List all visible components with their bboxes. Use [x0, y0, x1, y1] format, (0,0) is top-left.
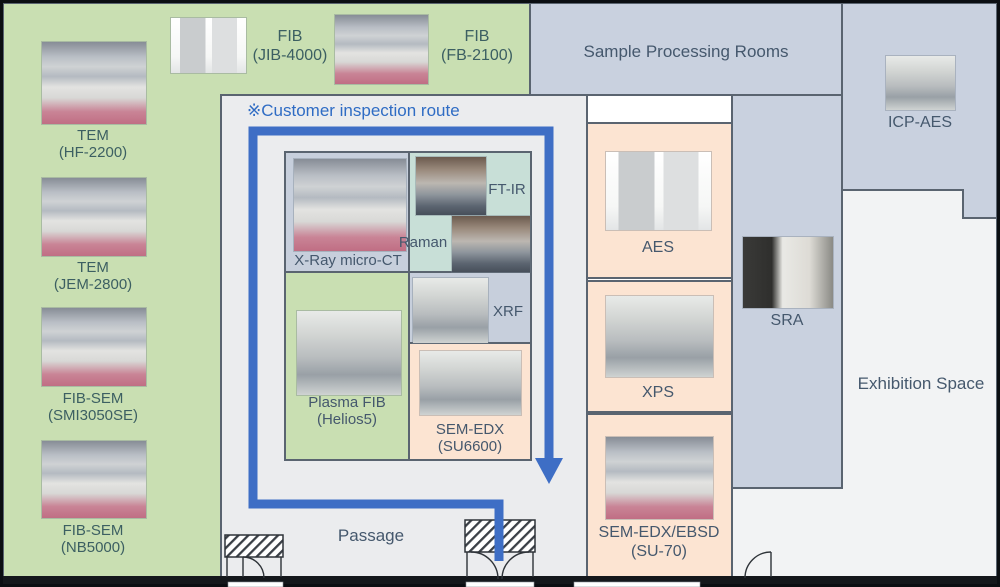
equipment-model: (SMI3050SE)	[47, 407, 139, 425]
photo-plasma-fib	[296, 310, 402, 396]
label-exhibition-space: Exhibition Space	[857, 374, 985, 393]
label-fib-jib4000: FIB (JIB-4000)	[240, 28, 340, 65]
single-door-icon	[224, 534, 284, 579]
label-sra: SRA	[770, 312, 804, 329]
route-title: ※Customer inspection route	[247, 101, 460, 120]
equipment-name: TEM	[77, 127, 109, 144]
equipment-model: (FB-2100)	[440, 46, 514, 64]
photo-xps	[605, 295, 714, 378]
label-ftir: FT-IR	[488, 181, 526, 198]
equipment-name: TEM	[77, 259, 109, 276]
photo-raman	[451, 215, 531, 273]
photo-aes	[605, 151, 712, 231]
label-icp-aes: ICP-AES	[887, 114, 952, 131]
label-sem-edx-ebsd: SEM-EDX/EBSD (SU-70)	[584, 524, 734, 561]
equipment-name: FIB-SEM	[62, 390, 124, 407]
label-sample-processing-rooms: Sample Processing Rooms	[583, 42, 789, 61]
photo-tem-jem2800	[41, 177, 147, 257]
label-passage: Passage	[337, 526, 405, 545]
photo-sem-edx-su6600	[419, 350, 522, 416]
equipment-name: Plasma FIB	[308, 394, 386, 411]
equipment-name: SEM-EDX	[435, 421, 505, 438]
route-arrow-down-icon	[535, 458, 563, 484]
photo-fib-fb2100	[334, 14, 429, 85]
label-xrf: XRF	[493, 303, 523, 320]
label-fibsem-nb5000: FIB-SEM (NB5000)	[18, 522, 168, 557]
photo-ftir	[415, 156, 487, 216]
equipment-model: (Helios5)	[316, 411, 377, 429]
room-sample-processing	[529, 2, 843, 96]
bottom-wall	[3, 576, 997, 584]
photo-icp-aes	[885, 55, 956, 111]
label-aes: AES	[641, 239, 674, 256]
photo-xray-micro-ct	[293, 158, 407, 252]
label-xray-micro-ct: X-Ray micro-CT	[294, 252, 402, 269]
wall-opening	[227, 581, 284, 587]
equipment-model: (HF-2200)	[58, 144, 128, 162]
wall-opening	[465, 581, 535, 587]
exhibition-door-icon	[744, 551, 772, 579]
photo-tem-hf2200	[41, 41, 147, 125]
label-sem-edx-su6600: SEM-EDX (SU6600)	[410, 421, 530, 456]
label-fibsem-smi3050se: FIB-SEM (SMI3050SE)	[18, 390, 168, 425]
label-fib-fb2100: FIB (FB-2100)	[427, 28, 527, 65]
equipment-name: FIB	[464, 28, 490, 45]
equipment-model: (SU6600)	[437, 438, 503, 456]
label-xps: XPS	[641, 384, 674, 401]
equipment-model: (NB5000)	[60, 539, 126, 557]
equipment-model: (JIB-4000)	[252, 46, 328, 64]
photo-fib-jib4000	[170, 17, 247, 74]
photo-fibsem-smi3050se	[41, 307, 147, 387]
label-plasma-fib: Plasma FIB (Helios5)	[287, 394, 407, 429]
equipment-name: SEM-EDX/EBSD	[598, 524, 720, 541]
photo-sra	[742, 236, 834, 309]
label-tem-jem2800: TEM (JEM-2800)	[18, 259, 168, 294]
exterior-step	[573, 581, 701, 587]
equipment-model: (SU-70)	[630, 542, 687, 560]
photo-xrf	[412, 277, 489, 344]
equipment-name: FIB-SEM	[62, 522, 124, 539]
room-icp-aes	[841, 2, 998, 219]
equipment-name: FIB	[277, 28, 303, 45]
equipment-model: (JEM-2800)	[53, 276, 133, 294]
label-raman: Raman	[398, 234, 448, 251]
inspection-route-line	[248, 126, 554, 561]
photo-sem-edx-ebsd	[605, 436, 714, 520]
label-tem-hf2200: TEM (HF-2200)	[18, 127, 168, 162]
photo-fibsem-nb5000	[41, 440, 147, 519]
